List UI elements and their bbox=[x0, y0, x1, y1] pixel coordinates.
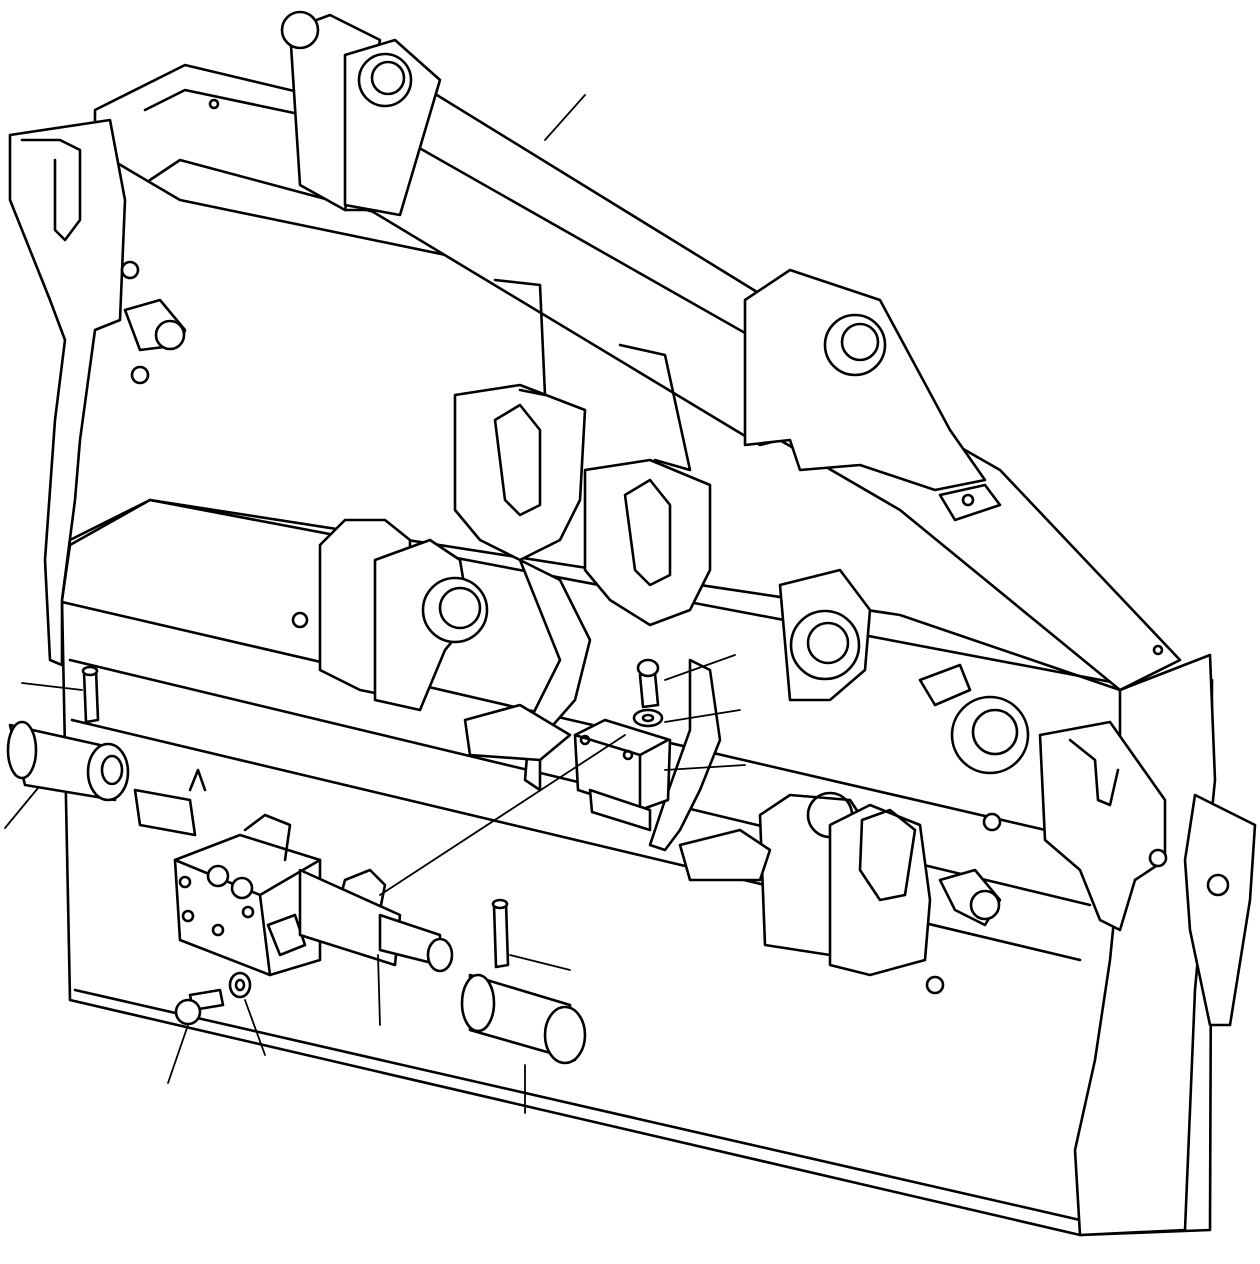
mount-bolt bbox=[174, 971, 252, 1026]
valve-block bbox=[133, 768, 387, 977]
locking-pin-left bbox=[6, 665, 130, 802]
center-hooks bbox=[453, 278, 722, 852]
cylinder-rod bbox=[298, 868, 454, 973]
frame-pins bbox=[123, 98, 1164, 995]
bracket-bolt-set bbox=[573, 658, 672, 832]
top-hinge-shaft bbox=[280, 10, 987, 492]
lower-bushings bbox=[318, 483, 1030, 977]
leader-lines bbox=[4, 94, 746, 1114]
locking-pin-right bbox=[460, 898, 587, 1065]
